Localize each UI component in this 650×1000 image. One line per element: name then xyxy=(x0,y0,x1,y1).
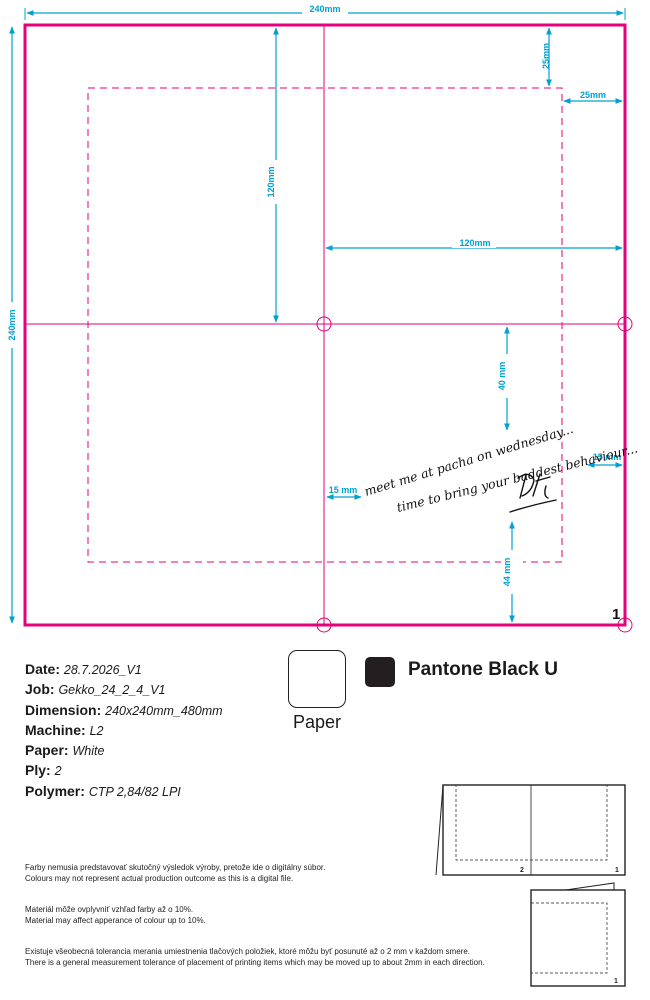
registration-mark xyxy=(316,617,332,633)
panel-height-label: 120mm xyxy=(266,166,276,197)
fold-diagram-panel-1-number: 1 xyxy=(615,867,619,874)
ink-swatch-label: Pantone Black U xyxy=(408,659,558,680)
registration-mark xyxy=(617,617,633,633)
note-material: Materiál môže ovplyvniť vzhľad farby až … xyxy=(25,905,206,925)
text-offset-label: 40 mm xyxy=(497,362,507,391)
spec-polymer: Polymer: CTP 2,84/82 LPI xyxy=(25,782,181,799)
paper-swatch-label: Paper xyxy=(292,712,342,732)
ink-swatch xyxy=(365,657,395,687)
spec-ply: Ply: 2 xyxy=(25,762,62,779)
page-number: 1 xyxy=(612,606,620,623)
bottom-text-margin-label: 44 mm xyxy=(502,558,512,587)
right-text-margin-label: 15 mm xyxy=(593,452,622,462)
paper-swatch xyxy=(288,650,346,708)
fold-diagram-panel-2-number: 2 xyxy=(520,867,524,874)
panel-width-label: 120mm xyxy=(459,238,490,248)
spec-paper: Paper: White xyxy=(25,742,105,759)
note-tolerance: Existuje všeobecná tolerancia merania um… xyxy=(25,947,485,967)
registration-mark xyxy=(617,316,633,332)
fold-diagram-open xyxy=(435,784,626,876)
spec-job: Job: Gekko_24_2_4_V1 xyxy=(25,681,166,698)
width-dimension-label: 240mm xyxy=(309,4,340,14)
fold-diagram-folded xyxy=(530,882,626,987)
height-dimension-label: 240mm xyxy=(7,309,17,340)
signature-icon xyxy=(509,473,557,513)
note-colour-disclaimer: Farby nemusia predstavovať skutočný výsl… xyxy=(25,863,326,883)
left-text-margin-label: 15 mm xyxy=(329,485,358,495)
trim-outline xyxy=(23,23,627,627)
fold-diagram-folded-number: 1 xyxy=(614,978,618,985)
spec-date: Date: 28.7.2026_V1 xyxy=(25,661,142,677)
top-margin-label: 25mm xyxy=(541,43,551,69)
spec-dimension: Dimension: 240x240mm_480mm xyxy=(25,701,223,718)
registration-mark xyxy=(316,316,332,332)
right-margin-label: 25mm xyxy=(580,90,606,100)
job-specs: Date: 28.7.2026_V1 Job: Gekko_24_2_4_V1 … xyxy=(25,660,223,802)
spec-machine: Machine: L2 xyxy=(25,721,104,738)
safe-area-dashed xyxy=(87,87,563,563)
